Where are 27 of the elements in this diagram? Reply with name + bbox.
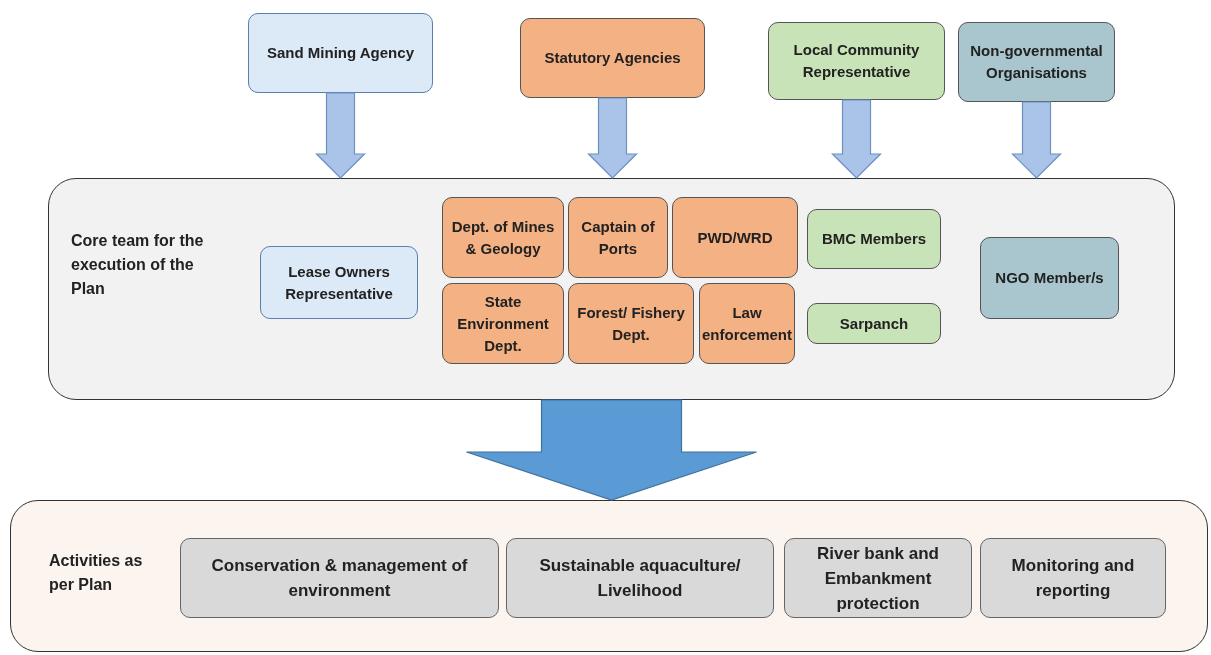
process-box: Sustainable aquaculture/ Livelihood: [506, 538, 774, 618]
block-arrow: [587, 97, 638, 179]
process-box: State Environment Dept.: [442, 283, 564, 364]
process-box: Conservation & management of environment: [180, 538, 499, 618]
process-box: Local Community Representative: [768, 22, 945, 100]
process-box: BMC Members: [807, 209, 941, 269]
process-box: Sand Mining Agency: [248, 13, 433, 93]
process-box: River bank and Embankment protection: [784, 538, 972, 618]
process-box: Captain of Ports: [568, 197, 668, 278]
process-box: Lease Owners Representative: [260, 246, 418, 319]
block-arrow: [315, 92, 366, 179]
group-panel: [10, 500, 1208, 652]
block-arrow: [1011, 101, 1062, 179]
panel-heading: Activities as per Plan: [49, 551, 144, 595]
process-box: Non-governmental Organisations: [958, 22, 1115, 102]
block-arrow: [831, 99, 882, 179]
process-box: Forest/ Fishery Dept.: [568, 283, 694, 364]
process-box: Dept. of Mines & Geology: [442, 197, 564, 278]
process-box: Statutory Agencies: [520, 18, 705, 98]
group-panel: [48, 178, 1175, 400]
process-box: Law enforcement: [699, 283, 795, 364]
process-box: Monitoring and reporting: [980, 538, 1166, 618]
process-box: Sarpanch: [807, 303, 941, 344]
process-box: PWD/WRD: [672, 197, 798, 278]
process-box: NGO Member/s: [980, 237, 1119, 319]
panel-heading: Core team for the execution of the Plan: [71, 231, 205, 299]
block-arrow: [465, 399, 758, 501]
